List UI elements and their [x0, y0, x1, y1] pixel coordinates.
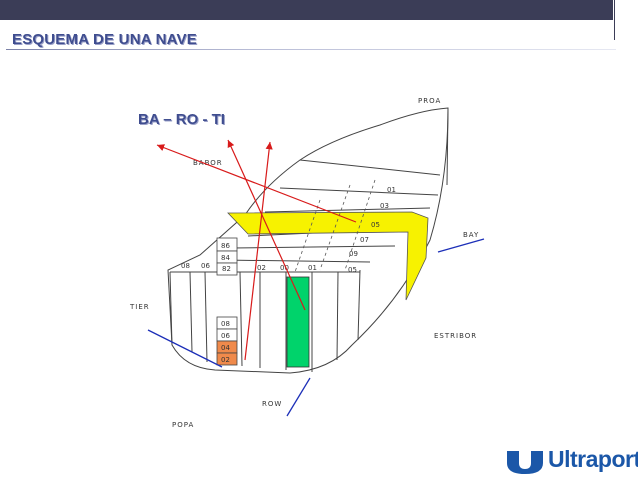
bay-number: 03 [380, 202, 389, 210]
tier-number: 86 [221, 242, 230, 250]
bay-number: 05 [348, 266, 357, 274]
slide-corner-decoration [614, 0, 638, 40]
tier-number: 08 [221, 320, 230, 328]
label-port: BABOR [193, 159, 223, 167]
logo-icon [507, 451, 543, 474]
tier-number: 06 [221, 332, 230, 340]
logo-text: Ultraport [548, 446, 638, 472]
row-highlight [286, 276, 310, 368]
bay-highlight [227, 211, 429, 301]
row-number: 08 [181, 262, 190, 270]
highlight-text: BA – RO - TI [138, 111, 225, 128]
row-number: 06 [201, 262, 210, 270]
bay-number: 01 [387, 186, 396, 194]
tier-number: 84 [221, 254, 230, 262]
bay-number: 07 [360, 236, 369, 244]
row-number: 01 [308, 264, 317, 272]
tier-highlight-bottom [216, 352, 238, 366]
blue-pointers [147, 238, 485, 417]
slide-top-bar [0, 0, 613, 20]
title-underline [6, 49, 616, 50]
tier-number: 02 [221, 356, 230, 364]
tier-number: 04 [221, 344, 230, 352]
row-number: 02 [257, 264, 266, 272]
label-bow: PROA [418, 97, 441, 105]
label-row: ROW [262, 400, 282, 408]
label-bay: BAY [463, 231, 479, 239]
ship-hull [167, 107, 449, 374]
row-number: 00 [280, 264, 289, 272]
slide-title: ESQUEMA DE UNA NAVE [12, 31, 197, 48]
red-arrows [156, 139, 357, 361]
label-starboard: ESTRIBOR [434, 332, 477, 340]
container-stack [216, 237, 238, 342]
label-stern: POPA [172, 421, 194, 429]
label-tier: TIER [129, 303, 150, 311]
bay-number: 05 [371, 221, 380, 229]
bay-number: 09 [349, 250, 358, 258]
row-number: 82 [222, 265, 231, 273]
